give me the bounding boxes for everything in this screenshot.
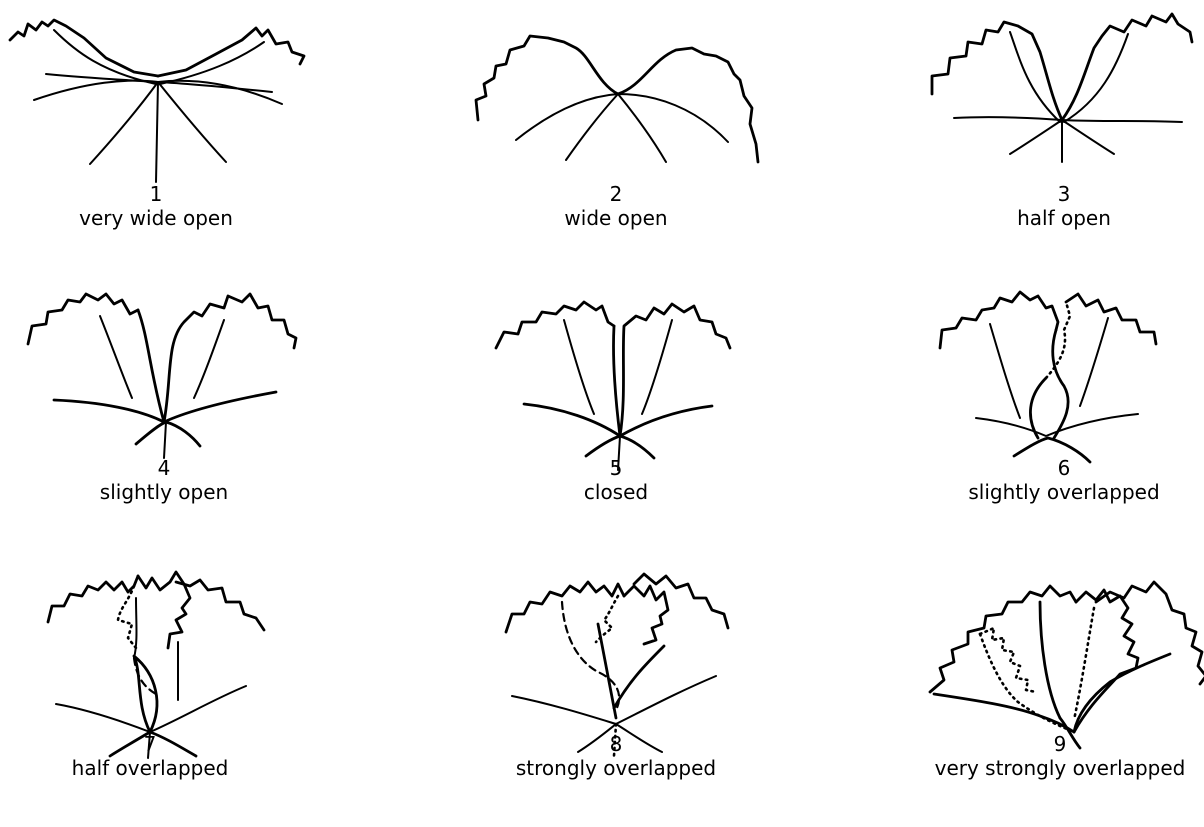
- item-number: 6: [1057, 456, 1071, 480]
- figure-item-1: 1 very wide open: [6, 12, 306, 277]
- item-number: 4: [157, 456, 171, 480]
- item-number: 9: [1053, 732, 1067, 756]
- figure-item-8: 8 strongly overlapped: [466, 562, 766, 827]
- item-number: 2: [609, 182, 623, 206]
- figure-item-7: 7 half overlapped: [0, 562, 300, 827]
- leaf-sketch-slightly-overlapped: [938, 290, 1158, 464]
- leaf-sketch-slightly-open: [26, 292, 298, 459]
- figure-item-6: 6 slightly overlapped: [914, 286, 1204, 551]
- figure-item-2: 2 wide open: [466, 12, 766, 277]
- figure-item-4: 4 slightly open: [14, 286, 314, 551]
- item-label: half open: [1017, 206, 1111, 230]
- item-label: very wide open: [79, 206, 233, 230]
- leaf-sketch-strongly-overlapped: [504, 572, 730, 758]
- item-label: slightly open: [99, 480, 229, 504]
- item-label: very strongly overlapped: [934, 756, 1186, 780]
- item-label: strongly overlapped: [515, 756, 717, 780]
- item-number: 3: [1057, 182, 1071, 206]
- leaf-sketch-half-open: [930, 12, 1194, 163]
- item-number: 1: [149, 182, 163, 206]
- item-label: half overlapped: [71, 756, 229, 780]
- item-number: 5: [609, 456, 623, 480]
- figure-item-3: 3 half open: [914, 12, 1204, 277]
- figure-item-9: 9 very strongly overlapped: [910, 562, 1204, 827]
- item-label: wide open: [564, 206, 668, 230]
- leaf-sketch-very-wide-open: [8, 18, 306, 183]
- leaf-sketch-half-overlapped: [46, 570, 266, 759]
- item-number: 8: [609, 732, 623, 756]
- item-label: slightly overlapped: [968, 480, 1160, 504]
- leaf-sketch-wide-open: [474, 34, 760, 164]
- leaf-sketch-closed: [494, 300, 732, 471]
- figure-item-5: 5 closed: [466, 286, 766, 551]
- item-number: 7: [143, 732, 157, 756]
- item-label: closed: [583, 480, 649, 504]
- leaf-sketch-very-strongly-overlapped: [928, 580, 1204, 750]
